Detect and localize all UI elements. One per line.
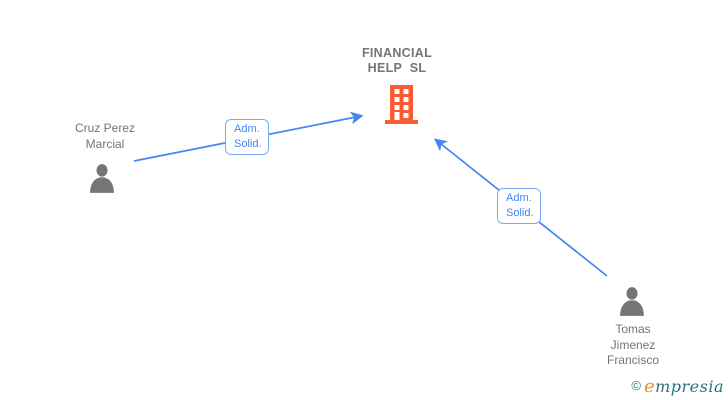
building-icon[interactable] xyxy=(385,85,418,124)
edge-label-adm-solid[interactable]: Adm. Solid. xyxy=(225,119,269,155)
copyright-icon: © xyxy=(631,378,641,393)
person-icon[interactable] xyxy=(617,287,647,316)
person-icon[interactable] xyxy=(87,164,117,193)
empresia-logo: ©empresia xyxy=(631,376,724,397)
person-label-tomas: Tomas Jimenez Francisco xyxy=(606,322,659,367)
company-name: FINANCIAL HELP SL xyxy=(361,46,433,75)
brand-name: empresia xyxy=(643,376,724,397)
edge-label-adm-solid[interactable]: Adm. Solid. xyxy=(497,188,541,224)
person-label-cruz: Cruz Perez Marcial xyxy=(74,121,136,151)
